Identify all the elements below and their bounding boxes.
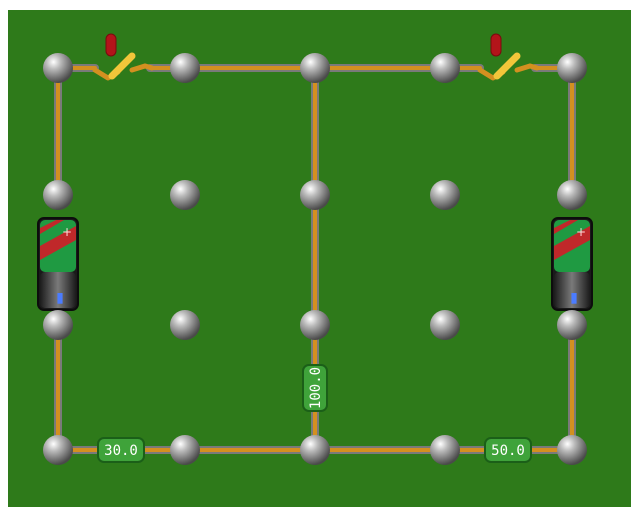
resistor-left-label: 30.0 [104, 443, 138, 459]
switch-right[interactable] [477, 33, 540, 81]
resistor-middle-label: 100.0 [308, 367, 324, 409]
junction-node[interactable] [43, 435, 73, 465]
junction-node[interactable] [430, 310, 460, 340]
junction-node[interactable] [43, 310, 73, 340]
switch-left[interactable] [92, 33, 155, 81]
battery-minus-icon: ▮ [56, 290, 64, 306]
battery-minus-icon: ▮ [570, 290, 578, 306]
junction-node[interactable] [430, 435, 460, 465]
junction-node[interactable] [557, 53, 587, 83]
board-background [8, 10, 631, 507]
resistor-right-label: 50.0 [491, 443, 525, 459]
junction-node[interactable] [170, 310, 200, 340]
switch-handle-icon[interactable] [105, 33, 117, 57]
junction-nodes [43, 53, 587, 465]
junction-node[interactable] [557, 310, 587, 340]
battery-right[interactable]: ▮ + [551, 217, 593, 311]
resistor-middle[interactable]: 100.0 [302, 364, 328, 412]
junction-node[interactable] [170, 53, 200, 83]
resistor-right[interactable]: 50.0 [484, 437, 532, 463]
battery-plus-icon: + [576, 225, 586, 239]
junction-node[interactable] [430, 53, 460, 83]
junction-node[interactable] [43, 53, 73, 83]
junction-node[interactable] [300, 310, 330, 340]
resistor-left[interactable]: 30.0 [97, 437, 145, 463]
junction-node[interactable] [557, 435, 587, 465]
battery-plus-icon: + [62, 225, 72, 239]
junction-node[interactable] [43, 180, 73, 210]
junction-node[interactable] [300, 180, 330, 210]
battery-left[interactable]: ▮ + [37, 217, 79, 311]
junction-node[interactable] [300, 435, 330, 465]
junction-node[interactable] [170, 435, 200, 465]
junction-node[interactable] [557, 180, 587, 210]
junction-node[interactable] [430, 180, 460, 210]
junction-node[interactable] [170, 180, 200, 210]
switch-handle-icon[interactable] [490, 33, 502, 57]
junction-node[interactable] [300, 53, 330, 83]
